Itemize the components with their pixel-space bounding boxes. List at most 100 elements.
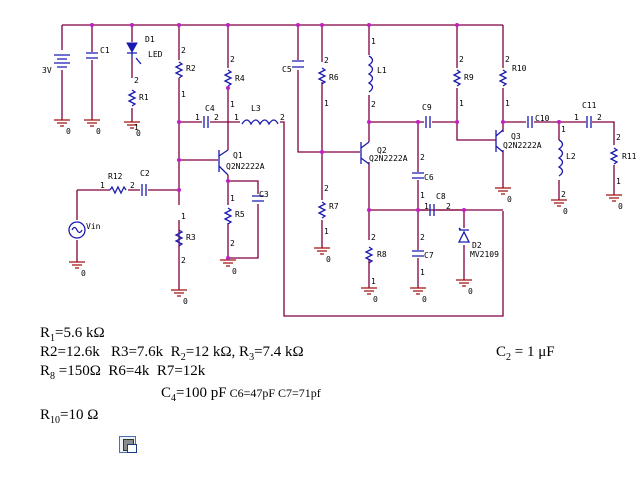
inductor-l2-icon [557, 139, 564, 177]
label-c9: C9 [422, 103, 432, 112]
label-c3: C3 [259, 190, 269, 199]
varactor-d2-icon [457, 227, 471, 243]
component-values-notes: R1=5.6 kΩ R2=12.6k R3=7.6k R2=12 kΩ, R3=… [40, 322, 555, 455]
ground-icon [69, 261, 85, 269]
transistor-q1-icon [218, 149, 229, 176]
label-l3: L3 [251, 104, 261, 113]
label-c8: C8 [436, 192, 446, 201]
inductor-l1-icon [367, 55, 374, 93]
ground-icon [84, 119, 100, 127]
ground-icon [495, 187, 511, 195]
capacitor-c10-icon [527, 116, 533, 128]
battery-icon [54, 54, 70, 68]
svg-text:1: 1 [181, 212, 186, 221]
svg-text:1: 1 [420, 191, 425, 200]
capacitor-c5-icon [292, 60, 304, 68]
svg-text:2: 2 [505, 55, 510, 64]
resistor-r12-icon [109, 185, 127, 195]
capacitor-c6-icon [412, 172, 424, 179]
ac-source-icon [68, 221, 86, 239]
svg-text:1: 1 [234, 113, 239, 122]
paste-options-icon[interactable] [119, 436, 137, 453]
capacitor-c2-icon [141, 184, 147, 196]
svg-text:1: 1 [371, 277, 376, 286]
svg-text:1: 1 [181, 90, 186, 99]
label-led: LED [148, 50, 163, 59]
capacitor-c9-icon [425, 116, 431, 128]
ground-icon [54, 119, 70, 127]
label-r7: R7 [329, 202, 339, 211]
label-q2: Q2 [377, 146, 387, 155]
note-line-r2-r3: R2=12.6k R3=7.6k R2=12 kΩ, R3=7.4 kΩ [40, 344, 304, 363]
label-c11: C11 [582, 101, 597, 110]
svg-text:2: 2 [280, 113, 285, 122]
svg-text:1: 1 [424, 202, 429, 211]
ground-label: 0 [66, 127, 71, 136]
circuit-schematic: 3V C1 D1 LED R1 R2 R3 R4 C4 L3 Q1 Q2N222… [42, 23, 637, 317]
svg-text:2: 2 [420, 153, 425, 162]
svg-text:1: 1 [505, 99, 510, 108]
svg-text:2: 2 [371, 100, 376, 109]
label-r5: R5 [235, 210, 245, 219]
wire-c5-r6-r7 [297, 25, 360, 248]
ground-label: 0 [183, 297, 188, 306]
resistor-r2-icon [174, 61, 184, 79]
led-icon [126, 42, 142, 65]
label-vin: Vin [86, 222, 101, 231]
svg-text:2: 2 [616, 133, 621, 142]
label-l2: L2 [566, 152, 576, 161]
inductor-l3-icon [241, 119, 279, 126]
svg-text:2: 2 [181, 256, 186, 265]
ground-label: 0 [96, 127, 101, 136]
junction-dots [90, 23, 561, 260]
transistor-q2-icon [360, 141, 370, 165]
wire-r5-c3 [227, 175, 259, 260]
label-c10: C10 [535, 114, 550, 123]
svg-text:1: 1 [420, 268, 425, 277]
label-c6: C6 [424, 173, 434, 182]
note-c2: C2 = 1 μF [496, 344, 555, 363]
label-q1: Q1 [233, 151, 243, 160]
label-q3-part: Q2N2222A [503, 141, 542, 150]
label-c7: C7 [424, 251, 434, 260]
wire-c4-l3-loop [179, 121, 504, 317]
label-q3: Q3 [511, 132, 521, 141]
svg-text:1: 1 [230, 194, 235, 203]
svg-text:1: 1 [561, 125, 566, 134]
svg-text:1: 1 [100, 181, 105, 190]
svg-text:1: 1 [134, 123, 139, 132]
resistor-r6-icon [317, 67, 327, 85]
ground-icon [551, 199, 567, 207]
label-r2: R2 [186, 64, 196, 73]
ground-label: 0 [326, 255, 331, 264]
label-r1: R1 [139, 93, 149, 102]
svg-text:2: 2 [420, 233, 425, 242]
ground-icon [456, 279, 472, 287]
svg-text:2: 2 [597, 113, 602, 122]
ground-label: 0 [81, 269, 86, 278]
svg-text:2: 2 [181, 46, 186, 55]
resistor-r10-icon [498, 69, 508, 87]
label-r8: R8 [377, 250, 387, 259]
resistor-r8-icon [364, 246, 374, 264]
label-r3: R3 [186, 233, 196, 242]
wire-input [76, 189, 179, 262]
svg-text:2: 2 [324, 56, 329, 65]
ground-label: 0 [563, 207, 568, 216]
note-line-c4-c6-c7: C4=100 pF C6=47pF C7=71pf [161, 385, 321, 404]
capacitor-c8-icon [429, 204, 435, 216]
capacitor-c1-icon [86, 52, 98, 59]
resistor-r11-icon [609, 147, 619, 165]
label-c4: C4 [205, 104, 215, 113]
note-line-r1: R1=5.6 kΩ [40, 325, 105, 344]
resistor-r7-icon [317, 201, 327, 219]
resistor-r1-icon [127, 89, 137, 107]
ground-label: 0 [507, 195, 512, 204]
svg-text:2: 2 [134, 76, 139, 85]
ground-icon [220, 259, 236, 267]
label-q1-part: Q2N2222A [226, 162, 265, 171]
capacitor-c3-icon [252, 195, 264, 202]
svg-text:1: 1 [324, 99, 329, 108]
